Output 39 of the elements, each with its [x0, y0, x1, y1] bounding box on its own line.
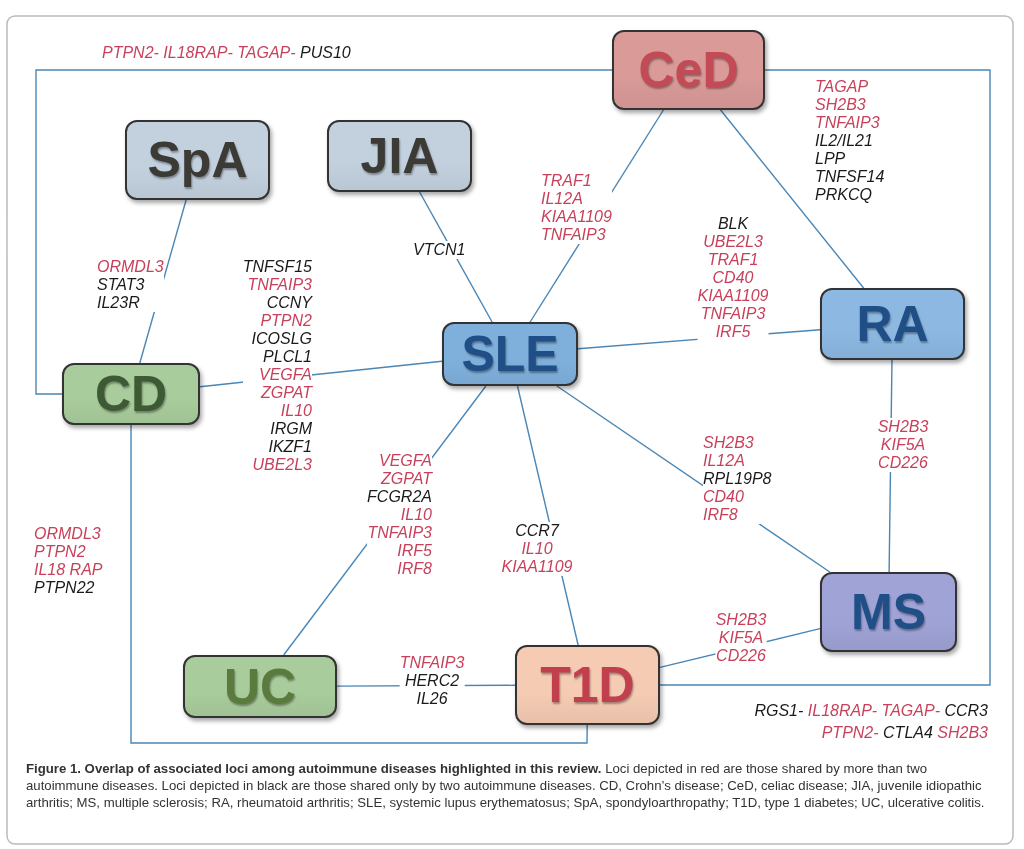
node-label: T1D [540, 660, 635, 710]
node-label: RA [856, 299, 929, 349]
node-label: JIA [360, 131, 439, 181]
disease-box [515, 645, 660, 725]
disease-box [612, 30, 765, 110]
edge-label: VEGFA ZGPAT FCGR2A IL10 TNFAIP3 IRF5 IRF8 [367, 452, 432, 578]
figure-caption: Figure 1. Overlap of associated loci among autoimmune diseases highlighted in this review. Loci depicted in red are those shared by more than two autoimmune diseases. Loci depicted in black are those shared only by two autoimmune diseases. CD, Crohn’s disease; CeD, celiac disease; JIA, juvenile idiopathic arthritis; MS, multiple sclerosis; RA, rheumatoid arthritis; SLE, systemic lupus erythematosus; SpA, spondyloarthropathy; T1D, type 1 diabetes; UC, ulcerative colitis. [26, 760, 986, 811]
edge-label: SH2B3 IL12A RPL19P8 CD40 IRF8 [703, 434, 772, 524]
edge-label: PTPN2- IL18RAP- TAGAP- PUS10 [102, 44, 351, 62]
node-label: MS [851, 587, 926, 637]
node-label: CeD [638, 45, 739, 95]
disease-box [125, 120, 270, 200]
disease-box [183, 655, 337, 718]
node-label: UC [223, 661, 297, 712]
edge-label: BLK UBE2L3 TRAF1 CD40 KIAA1109 TNFAIP3 IRF5 [697, 215, 769, 341]
disease-box [820, 572, 957, 652]
connector-line [719, 109, 865, 289]
edge-label: TAGAP SH2B3 TNFAIP3 IL2/IL21 LPP TNFSF14 PRKCQ [815, 78, 885, 204]
node-label: SpA [147, 135, 248, 185]
disease-box [820, 288, 965, 360]
node-label: CD [94, 369, 168, 419]
edge-label: TNFSF15 TNFAIP3 CCNY PTPN2 ICOSLG PLCL1 VEGFA ZGPAT IL10 IRGM IKZF1 UBE2L3 [242, 258, 312, 474]
edge-label: ORMDL3 STAT3 IL23R [97, 258, 164, 312]
disease-box [442, 322, 578, 386]
node-label: SLE [461, 329, 559, 379]
connector-line [418, 191, 493, 323]
edge-label: CCR7 IL10 KIAA1109 [501, 522, 573, 576]
edge-label: SH2B3 KIF5A CD226 [715, 611, 767, 665]
edge-label: TNFAIP3 HERC2 IL26 [399, 654, 465, 708]
edge-label: TRAF1 IL12A KIAA1109 TNFAIP3 [541, 172, 612, 244]
edge-label: ORMDL3 PTPN2 IL18 RAP PTPN22 [34, 525, 103, 597]
connector-line [130, 424, 588, 744]
edge-label: VTCN1 [413, 241, 466, 259]
disease-box [62, 363, 200, 425]
connector-line [659, 69, 991, 686]
edge-label: SH2B3 KIF5A CD226 [877, 418, 929, 472]
connector-line [35, 69, 613, 395]
disease-box [327, 120, 472, 192]
edge-label: RGS1- IL18RAP- TAGAP- CCR3 PTPN2- CTLA4 SH2B3 [753, 701, 988, 743]
